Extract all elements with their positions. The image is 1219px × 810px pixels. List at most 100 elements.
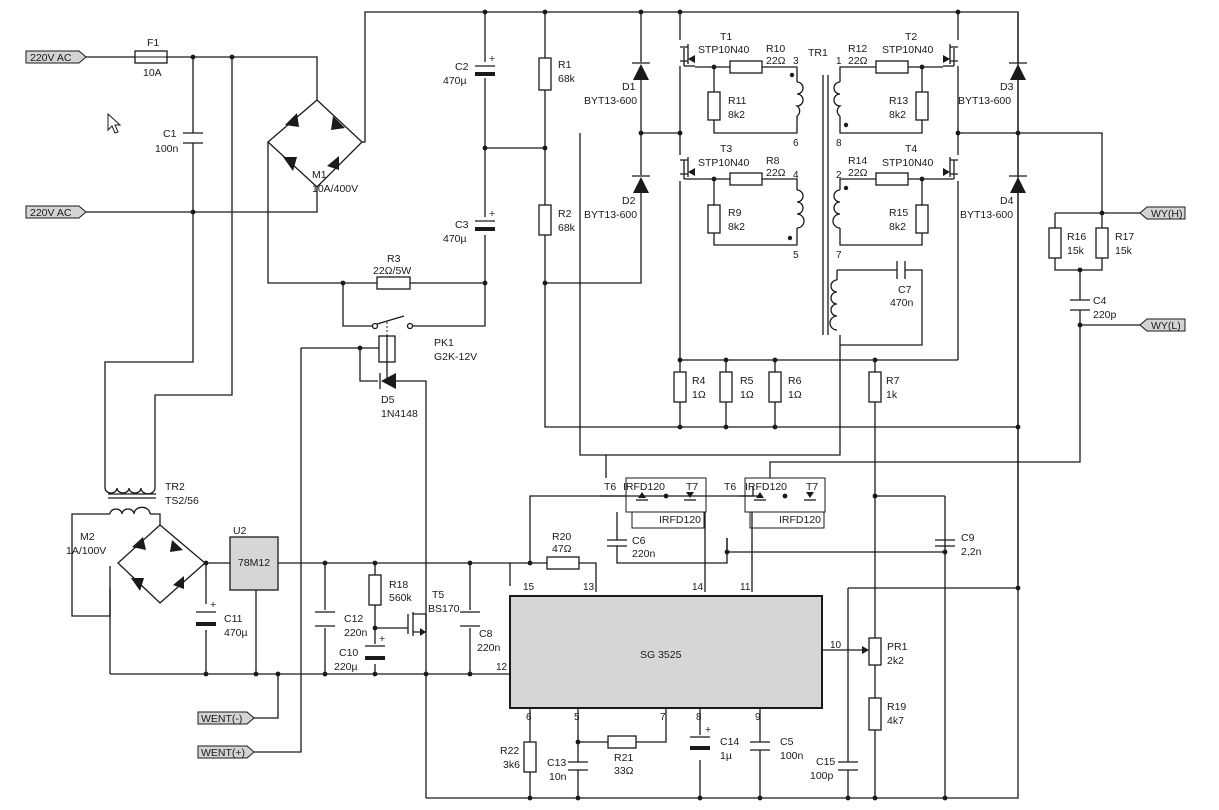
resistor-r21: R21 33Ω xyxy=(607,735,637,777)
bridge-rectifier-m2: M2 1A/100V xyxy=(66,524,206,604)
svg-text:9: 9 xyxy=(755,712,761,723)
mosfet-t1: T1 STP10N40 xyxy=(680,31,750,67)
t6b-ref: T6 xyxy=(724,481,736,493)
r5-ref: R5 xyxy=(740,375,754,387)
tr1-ref: TR1 xyxy=(808,47,828,59)
resistor-r2: R2 68k xyxy=(538,204,576,236)
connector-wy-h-label: WY(H) xyxy=(1151,208,1183,220)
m1-ref: M1 xyxy=(312,169,327,181)
r15-ref: R15 xyxy=(889,207,908,219)
r19-value: 4k7 xyxy=(887,715,904,727)
svg-text:+: + xyxy=(379,633,385,645)
c10-value: 220µ xyxy=(334,661,358,673)
r16-value: 15k xyxy=(1067,245,1085,257)
mosfet-t2: T2 STP10N40 xyxy=(882,31,958,67)
t5-value: BS170 xyxy=(428,603,460,615)
connector-wy-h[interactable]: WY(H) xyxy=(1139,206,1186,220)
c8-value: 220n xyxy=(477,642,501,654)
connector-wy-l[interactable]: WY(L) xyxy=(1139,318,1186,332)
resistor-r17: R17 15k xyxy=(1095,227,1134,259)
tr2-ref: TR2 xyxy=(165,481,185,493)
sg-value: SG 3525 xyxy=(640,649,682,661)
t4-ref: T4 xyxy=(905,143,917,155)
r14-ref: R14 xyxy=(848,155,867,167)
resistor-r20: R20 47Ω xyxy=(546,531,580,570)
t7b-ref: T7 xyxy=(806,481,818,493)
capacitor-c13: C13 10n xyxy=(547,757,588,783)
resistor-r5: R5 1Ω xyxy=(719,371,754,403)
c14-ref: C14 xyxy=(720,736,739,748)
capacitor-c4: C4 220p xyxy=(1070,295,1117,321)
c3-value: 470µ xyxy=(443,233,467,245)
r8-ref: R8 xyxy=(766,155,780,167)
d1-value: BYT13-600 xyxy=(584,95,637,107)
svg-text:1: 1 xyxy=(836,56,842,67)
r21-ref: R21 xyxy=(614,752,633,764)
resistor-r14: R14 22Ω xyxy=(848,155,909,186)
d4-value: BYT13-600 xyxy=(960,209,1013,221)
r21-value: 33Ω xyxy=(614,765,634,777)
t2-ref: T2 xyxy=(905,31,917,43)
r18-ref: R18 xyxy=(389,579,408,591)
r17-value: 15k xyxy=(1115,245,1133,257)
tr2-value: TS2/56 xyxy=(165,495,199,507)
svg-text:6: 6 xyxy=(793,138,799,149)
r17-ref: R17 xyxy=(1115,231,1134,243)
svg-text:2: 2 xyxy=(836,170,842,181)
connector-ac-in-2[interactable]: 220V AC xyxy=(25,205,87,219)
c1-value: 100n xyxy=(155,143,179,155)
f1-ref: F1 xyxy=(147,37,159,49)
connector-ac-in-1[interactable]: 220V AC xyxy=(25,50,87,64)
r2-value: 68k xyxy=(558,222,576,234)
svg-text:3: 3 xyxy=(793,56,799,67)
resistor-r3: R3 22Ω/5W xyxy=(373,253,411,290)
m1-value: 10A/400V xyxy=(312,183,358,195)
r9-ref: R9 xyxy=(728,207,742,219)
mosfet-t5: T5 BS170 xyxy=(407,589,460,636)
controller-ic-sg3525: SG 3525 15 13 14 11 12 10 6 5 7 8 9 xyxy=(496,582,842,723)
r14-value: 22Ω xyxy=(848,167,868,179)
capacitor-c2: + C2 470µ xyxy=(443,53,495,87)
resistor-r22: R22 3k6 xyxy=(500,741,537,773)
c7-value: 470n xyxy=(890,297,914,309)
svg-text:11: 11 xyxy=(740,582,751,593)
resistor-r12: R12 22Ω xyxy=(848,43,909,74)
r4-value: 1Ω xyxy=(692,389,706,401)
r3-value: 22Ω/5W xyxy=(373,265,411,277)
resistor-r7: R7 1k xyxy=(868,371,900,403)
svg-text:10: 10 xyxy=(830,640,842,651)
c4-value: 220p xyxy=(1093,309,1117,321)
t7a-value: IRFD120 xyxy=(659,514,701,526)
capacitor-c12: C12 220n xyxy=(315,611,368,639)
r1-ref: R1 xyxy=(558,59,572,71)
r8-value: 22Ω xyxy=(766,167,786,179)
c6-ref: C6 xyxy=(632,535,646,547)
c15-ref: C15 xyxy=(816,756,835,768)
r4-ref: R4 xyxy=(692,375,706,387)
d3-ref: D3 xyxy=(1000,81,1014,93)
c3-ref: C3 xyxy=(455,219,469,231)
c10-ref: C10 xyxy=(339,647,358,659)
connector-went-plus[interactable]: WENT(+) xyxy=(197,745,255,759)
c14-value: 1µ xyxy=(720,750,732,762)
t5-ref: T5 xyxy=(432,589,444,601)
c7-ref: C7 xyxy=(898,284,912,296)
fuse-f1: F1 10A xyxy=(134,37,168,79)
d5-ref: D5 xyxy=(381,394,395,406)
transformer-tr1: TR1 3 6 4 5 1 8 2 7 xyxy=(787,47,849,335)
connector-went-plus-label: WENT(+) xyxy=(201,747,245,759)
c12-value: 220n xyxy=(344,627,368,639)
capacitor-c1: C1 100n xyxy=(155,128,203,155)
t6a-ref: T6 xyxy=(604,481,616,493)
t1-ref: T1 xyxy=(720,31,732,43)
d2-ref: D2 xyxy=(622,195,636,207)
r11-value: 8k2 xyxy=(728,109,745,121)
t7b-value: IRFD120 xyxy=(779,514,821,526)
svg-text:6: 6 xyxy=(526,712,532,723)
mosfet-t4: T4 STP10N40 xyxy=(882,143,958,180)
r13-ref: R13 xyxy=(889,95,908,107)
connector-went-minus[interactable]: WENT(-) xyxy=(197,711,255,725)
t3-ref: T3 xyxy=(720,143,732,155)
capacitor-c6: C6 220n xyxy=(607,535,656,560)
svg-text:+: + xyxy=(489,208,495,220)
